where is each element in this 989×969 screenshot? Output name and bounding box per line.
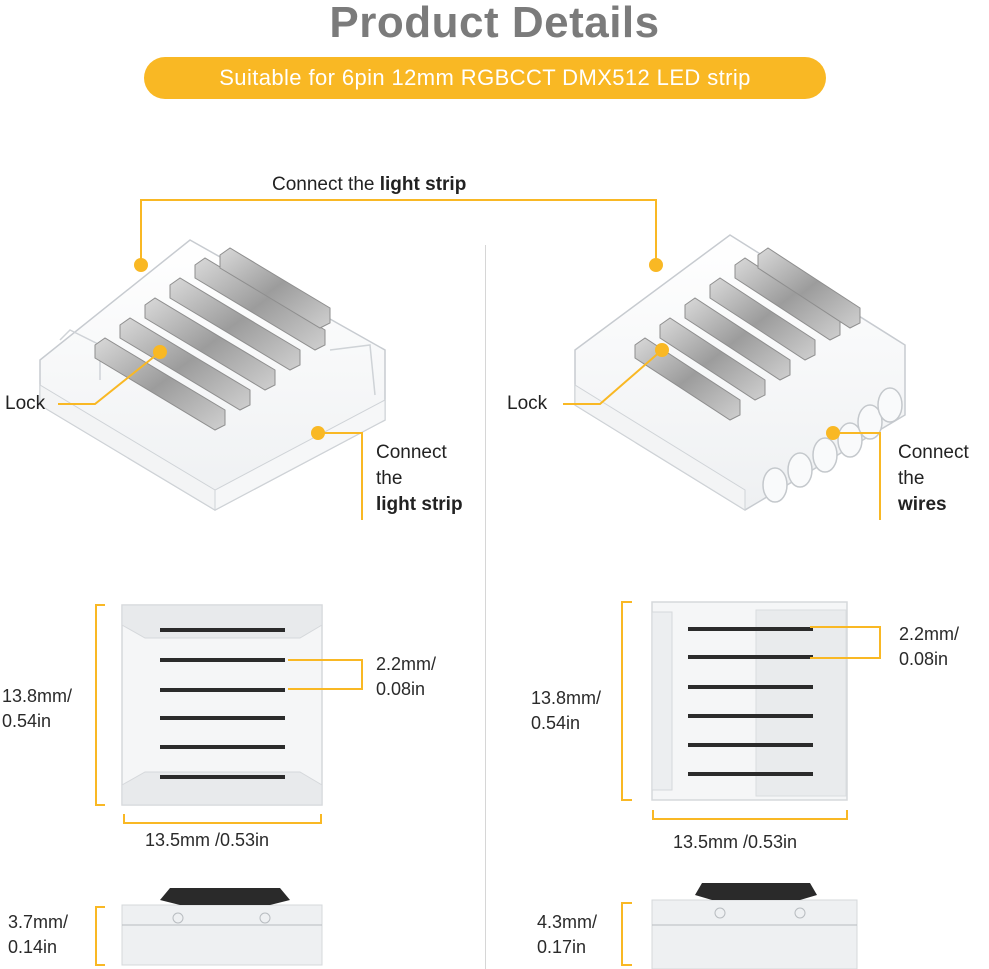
right-connector-3d: [574, 234, 906, 511]
left-connect-line2: the: [376, 468, 403, 489]
right-connect-dot: [826, 426, 840, 440]
right-thickness-in: 0.17in: [537, 937, 587, 957]
right-height-in: 0.54in: [531, 713, 581, 733]
left-connect-bold: light strip: [376, 494, 463, 515]
left-thickness-in: 0.14in: [8, 937, 58, 957]
right-lock-label: Lock: [507, 393, 548, 414]
right-thickness-mm: 4.3mm/: [537, 912, 598, 932]
left-connect-leader: [318, 432, 363, 520]
right-connect-line1: Connect: [898, 442, 969, 463]
right-pitch-in: 0.08in: [899, 649, 949, 669]
left-height-dim: 13.8mm/ 0.54in: [2, 684, 72, 734]
left-side-view: [121, 888, 323, 966]
right-connect-label: Connect the wires: [898, 440, 969, 518]
right-side-view: [651, 883, 858, 969]
left-pitch-mm: 2.2mm/: [376, 654, 437, 674]
left-top-view: [121, 604, 323, 806]
left-thickness-mm: 3.7mm/: [8, 912, 69, 932]
right-connect-leader: [833, 432, 881, 520]
top-callout-bold: light strip: [379, 174, 467, 195]
left-thickness-line: [95, 906, 105, 966]
left-connect-dot: [311, 426, 325, 440]
left-lock-label: Lock: [5, 393, 46, 414]
right-width-dim: 13.5mm /0.53in: [673, 832, 798, 852]
left-connector-3d: [39, 239, 386, 511]
top-callout-bracket: [140, 199, 657, 265]
top-callout-text: Connect the: [272, 174, 380, 195]
left-lock-dot: [153, 345, 167, 359]
right-strip-dot: [649, 258, 663, 272]
right-height-mm: 13.8mm/: [531, 688, 602, 708]
right-connect-bold: wires: [898, 494, 947, 515]
compatibility-banner: Suitable for 6pin 12mm RGBCCT DMX512 LED…: [144, 57, 826, 99]
top-callout: Connect the light strip: [272, 172, 466, 198]
right-thickness-line: [621, 902, 632, 966]
left-height-mm: 13.8mm/: [2, 686, 73, 706]
right-dimension-lines: [621, 601, 881, 820]
right-connect-line2: the: [898, 468, 925, 489]
left-height-in: 0.54in: [2, 711, 52, 731]
left-thickness-dim: 3.7mm/ 0.14in: [8, 910, 68, 960]
right-pitch-mm: 2.2mm/: [899, 624, 960, 644]
left-pitch-in: 0.08in: [376, 679, 426, 699]
left-width-dim: 13.5mm /0.53in: [145, 830, 270, 850]
right-lock-leader: [563, 349, 663, 405]
left-strip-dot: [134, 258, 148, 272]
left-connect-line1: Connect: [376, 442, 447, 463]
right-pitch-dim: 2.2mm/ 0.08in: [899, 622, 959, 672]
left-dimension-lines: [95, 604, 363, 824]
wire-holes: [762, 387, 903, 503]
page-title: Product Details: [329, 0, 660, 47]
right-height-dim: 13.8mm/ 0.54in: [531, 686, 601, 736]
center-divider: [485, 245, 486, 969]
right-top-view: [651, 601, 848, 801]
right-lock-dot: [655, 343, 669, 357]
right-thickness-dim: 4.3mm/ 0.17in: [537, 910, 597, 960]
left-pitch-dim: 2.2mm/ 0.08in: [376, 652, 436, 702]
left-connect-label: Connect the light strip: [376, 440, 463, 518]
left-lock-leader: [58, 351, 161, 405]
